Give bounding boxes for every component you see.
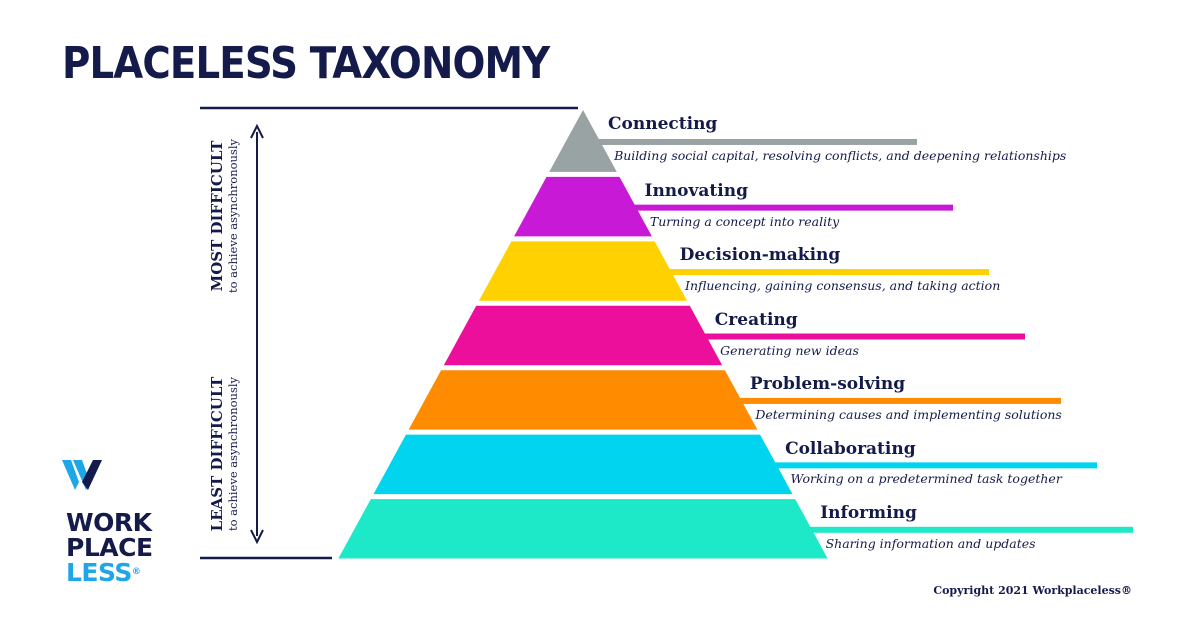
level-band-decision-making bbox=[663, 269, 989, 276]
most-difficult-title: MOST DIFFICULT bbox=[208, 140, 226, 292]
level-name-decision-making: Decision-making bbox=[679, 245, 841, 266]
level-description-innovating: Turning a concept into reality bbox=[649, 213, 840, 229]
level-name-creating: Creating bbox=[714, 309, 798, 330]
level-description-decision-making: Influencing, gaining consensus, and taki… bbox=[685, 278, 1001, 294]
pyramid-level-informing bbox=[338, 499, 828, 559]
pyramid-level-problem-solving bbox=[408, 370, 758, 430]
level-description-collaborating: Working on a predetermined task together bbox=[790, 471, 1062, 487]
level-name-informing: Informing bbox=[820, 503, 917, 524]
level-band-creating bbox=[698, 333, 1025, 340]
difficulty-axis bbox=[200, 106, 578, 560]
most-difficult-sub: to achieve asynchronously bbox=[226, 138, 240, 294]
arrow-down-head bbox=[250, 529, 264, 545]
level-description-creating: Generating new ideas bbox=[720, 342, 859, 358]
logo-word-less: LESS® bbox=[66, 558, 141, 587]
level-description-problem-solving: Determining causes and implementing solu… bbox=[755, 406, 1062, 422]
workplaceless-logo-icon bbox=[62, 460, 102, 490]
level-band-innovating bbox=[628, 204, 953, 211]
level-name-connecting: Connecting bbox=[608, 114, 718, 134]
pyramid-level-decision-making bbox=[478, 241, 688, 301]
logo-registered-mark: ® bbox=[131, 567, 141, 577]
level-band-problem-solving bbox=[733, 397, 1061, 404]
least-difficult-sub: to achieve asynchronously bbox=[226, 376, 240, 532]
level-band-informing bbox=[803, 526, 1133, 533]
logo-word-work: WORK bbox=[66, 508, 152, 537]
logo-less-text: LESS bbox=[66, 558, 132, 587]
least-difficult-label: LEAST DIFFICULT to achieve asynchronousl… bbox=[208, 344, 248, 564]
pyramid-level-connecting bbox=[549, 110, 617, 172]
level-band-collaborating bbox=[768, 462, 1097, 469]
level-name-problem-solving: Problem-solving bbox=[749, 374, 906, 395]
pyramid-level-innovating bbox=[514, 176, 652, 237]
level-name-collaborating: Collaborating bbox=[785, 438, 916, 459]
pyramid-level-collaborating bbox=[373, 434, 793, 495]
level-band-connecting bbox=[592, 138, 917, 145]
level-description-connecting: Building social capital, resolving confl… bbox=[614, 147, 1067, 163]
pyramid-level-creating bbox=[443, 305, 723, 366]
logo-word-place: PLACE bbox=[66, 533, 153, 562]
level-description-informing: Sharing information and updates bbox=[825, 535, 1036, 551]
copyright-notice: Copyright 2021 Workplaceless® bbox=[933, 584, 1132, 597]
arrow-up-head bbox=[250, 123, 264, 139]
page-title: PLACELESS TAXONOMY bbox=[62, 38, 550, 89]
least-difficult-title: LEAST DIFFICULT bbox=[208, 376, 226, 532]
level-name-innovating: Innovating bbox=[644, 180, 748, 201]
most-difficult-label: MOST DIFFICULT to achieve asynchronously bbox=[208, 111, 248, 321]
